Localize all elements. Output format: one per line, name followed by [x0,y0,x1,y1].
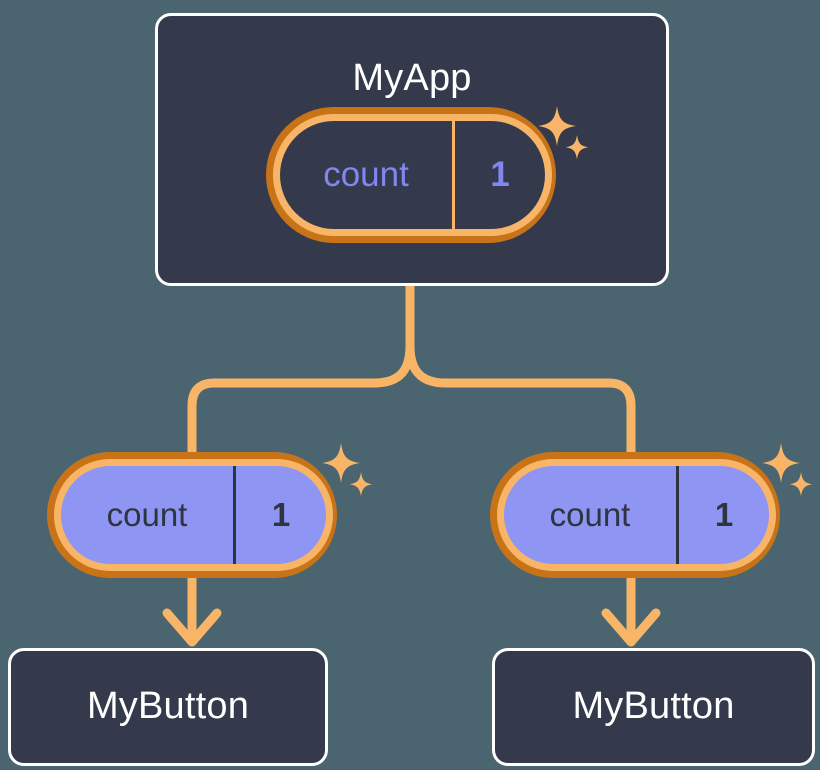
tree-branch-connector [187,281,636,460]
component-title-mybutton-right: MyButton [572,685,735,727]
component-card-mybutton-left[interactable]: MyButton [8,648,328,766]
state-pill-inner-ring: count 1 [273,114,552,236]
state-pill-child-right[interactable]: count 1 [490,452,780,578]
state-value-label: 1 [676,466,769,564]
state-pill-child-left[interactable]: count 1 [47,452,337,578]
state-pill-body: count 1 [61,466,326,564]
component-title-myapp: MyApp [352,57,472,99]
state-value-label: 1 [233,466,326,564]
component-card-mybutton-right[interactable]: MyButton [492,648,815,766]
state-pill-body: count 1 [280,121,545,229]
state-key-label: count [106,496,188,533]
state-key-label: count [323,155,409,194]
state-key-label: count [549,496,631,533]
component-title-mybutton-left: MyButton [86,685,250,727]
state-pill-inner-ring: count 1 [54,459,333,571]
arrow-down-icon-left [162,578,222,647]
arrow-down-icon-right [601,578,661,647]
state-value-label: 1 [452,121,545,229]
state-pill-myapp[interactable]: count 1 [266,107,556,243]
state-pill-body: count 1 [504,466,769,564]
state-pill-inner-ring: count 1 [497,459,776,571]
